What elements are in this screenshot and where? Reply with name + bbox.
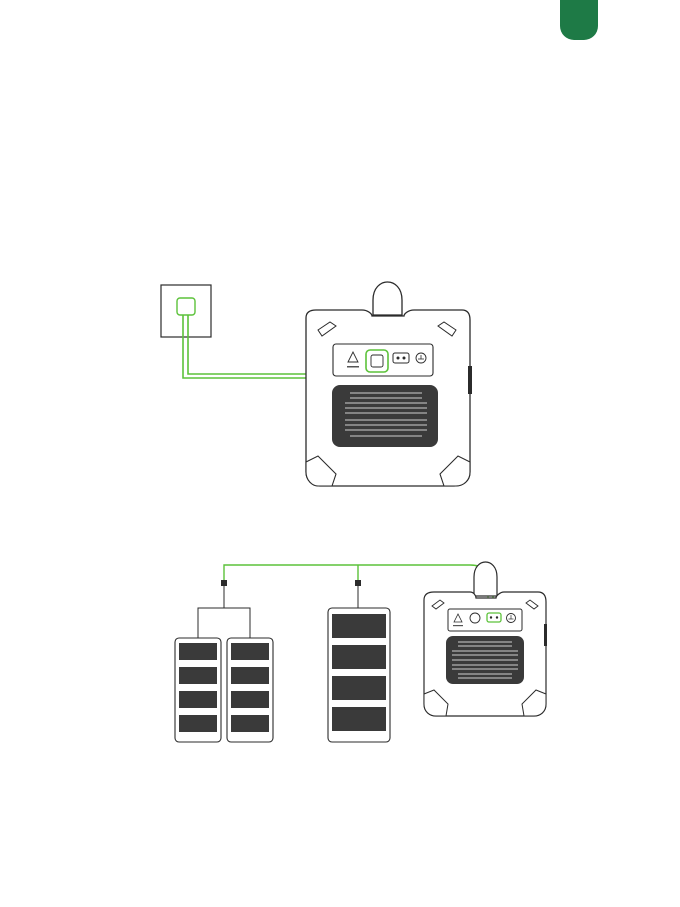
small-battery-stack-left [175,638,221,742]
power-station-bottom [424,562,547,716]
small-battery-stack-right [227,638,273,742]
power-station-top [306,282,472,486]
large-battery-stack [328,608,390,742]
wall-outlet [161,285,211,337]
dc-port [393,353,409,363]
figure-battery-expansion [175,562,547,742]
vent-grill [332,385,438,447]
wall-socket-icon [177,298,195,315]
figure-ac-charging [161,282,472,486]
expansion-port [487,613,501,622]
ac-port [470,613,480,623]
